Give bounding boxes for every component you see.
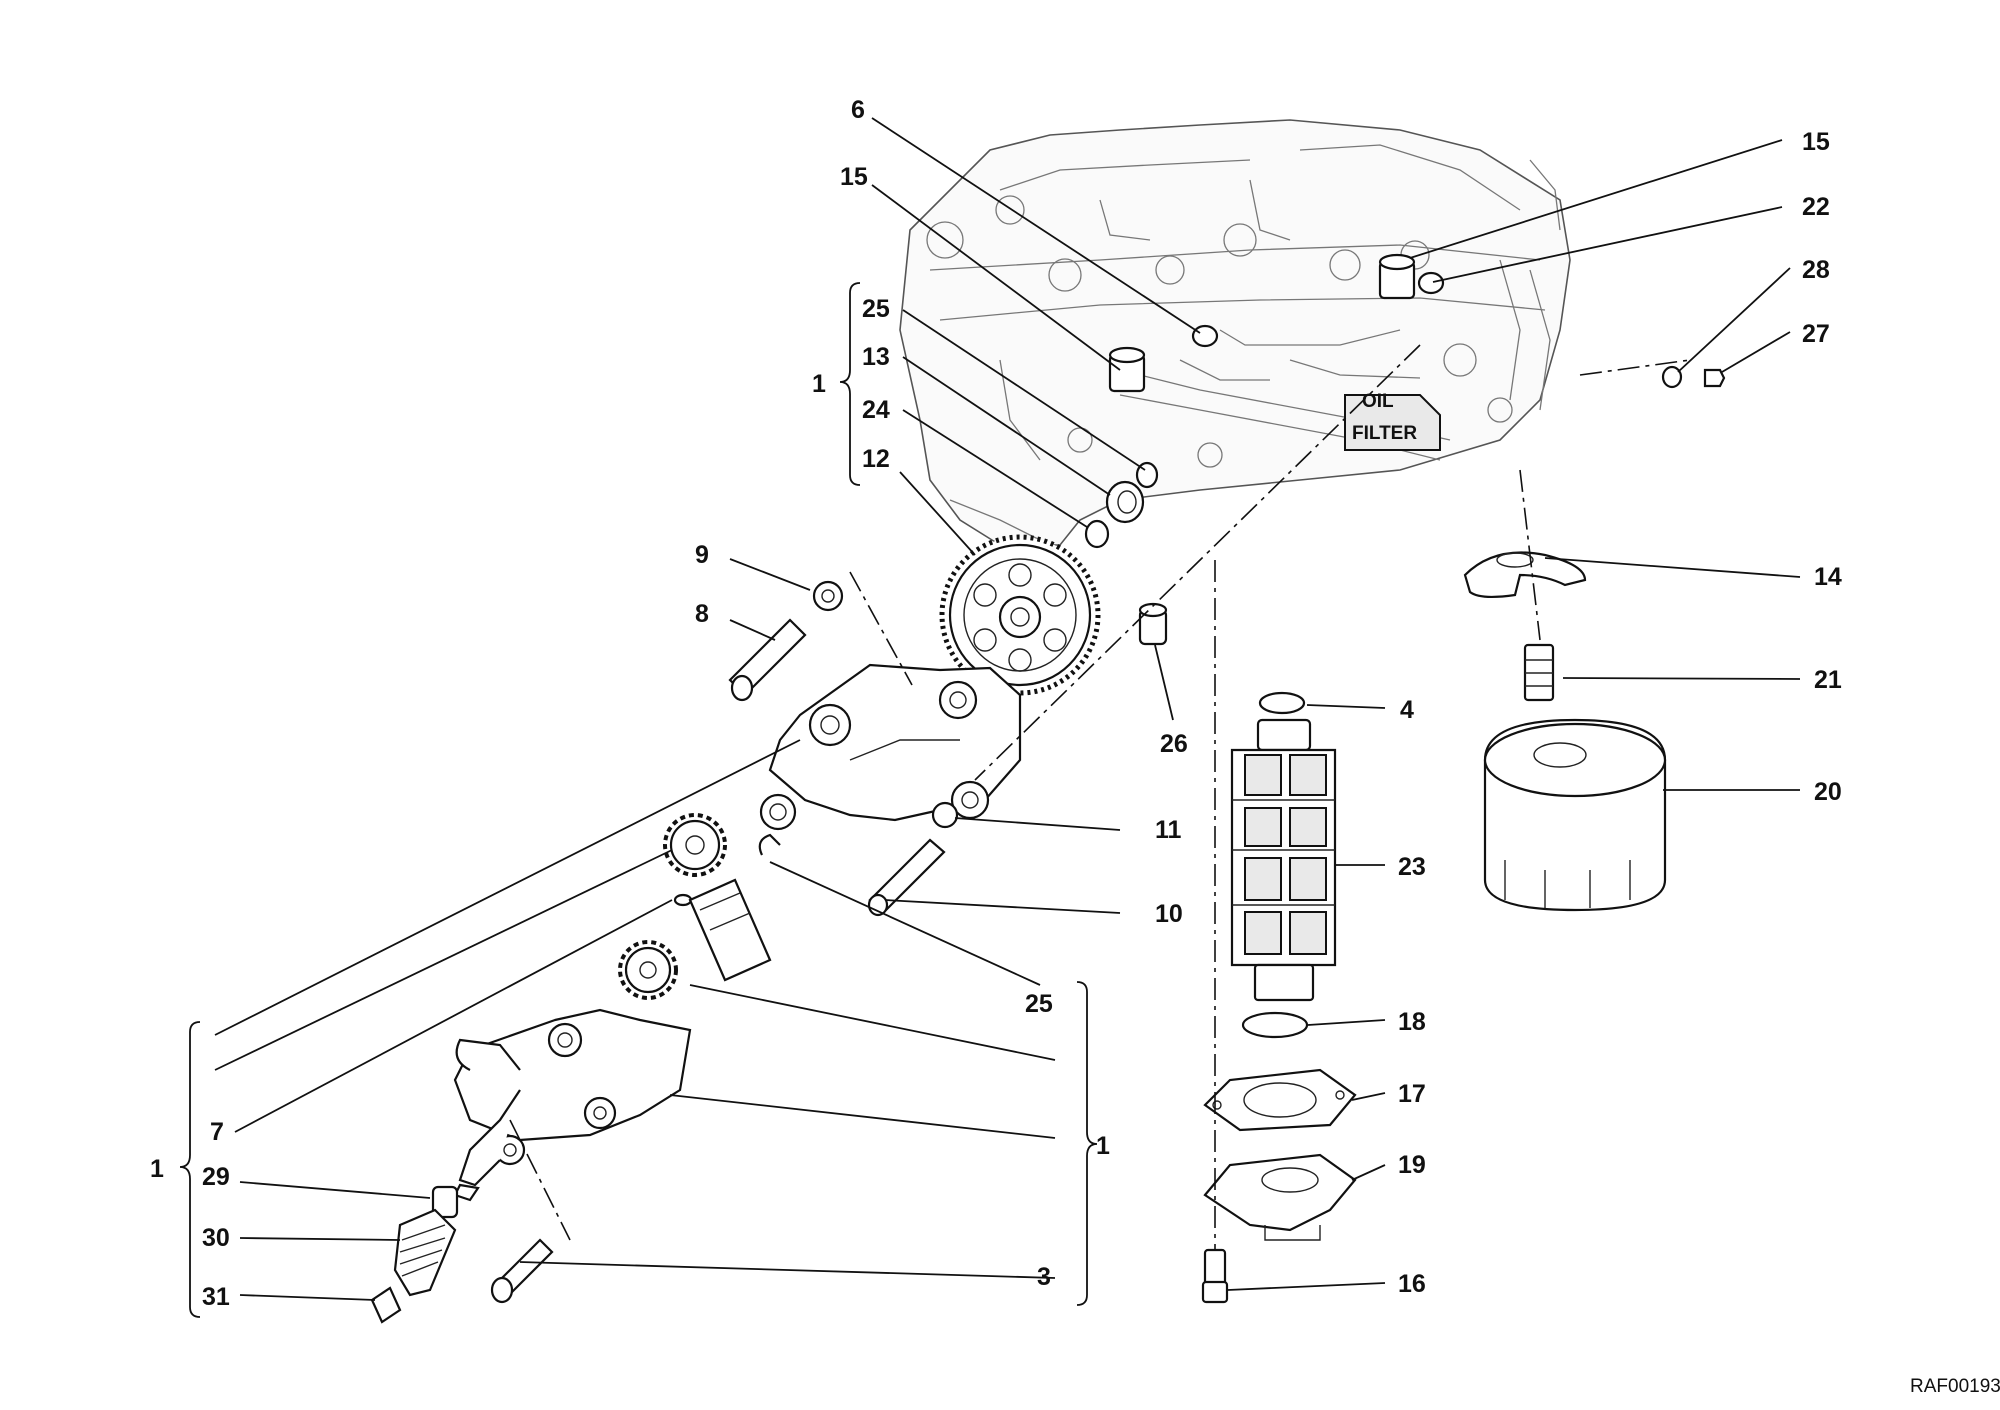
callout-18: 18 — [1398, 1008, 1426, 1036]
callout-25-upper: 25 — [862, 295, 890, 323]
filter-seal-and-covers — [1201, 1011, 1357, 1304]
callout-28: 28 — [1802, 256, 1830, 284]
callout-30: 30 — [202, 1224, 230, 1252]
pump-screw-upper — [728, 580, 844, 702]
brackets — [179, 282, 1098, 1318]
callout-12: 12 — [862, 445, 890, 473]
dowel-26 — [1138, 602, 1168, 646]
callout-8: 8 — [695, 600, 709, 628]
callout-3: 3 — [1037, 1263, 1051, 1291]
callout-21: 21 — [1814, 666, 1842, 694]
callout-22: 22 — [1802, 193, 1830, 221]
callout-15-left: 15 — [840, 163, 868, 191]
callout-31: 31 — [202, 1283, 230, 1311]
callout-14: 14 — [1814, 563, 1842, 591]
callout-1-right: 1 — [1096, 1132, 1110, 1160]
callout-labels: 6 15 15 22 28 27 1 25 13 24 12 9 8 14 21… — [150, 96, 1842, 1311]
callout-11: 11 — [1155, 816, 1182, 844]
relief-valve-parts — [370, 1185, 554, 1324]
callout-13: 13 — [862, 343, 890, 371]
callout-25-lower: 25 — [1025, 990, 1053, 1018]
oil-filter-cartridge — [1230, 691, 1337, 1002]
spin-on-filter — [1463, 551, 1667, 912]
callout-27: 27 — [1802, 320, 1830, 348]
callout-9: 9 — [695, 541, 709, 569]
callout-7: 7 — [210, 1118, 224, 1146]
callout-6: 6 — [851, 96, 865, 124]
callout-26: 26 — [1160, 730, 1188, 758]
drawing-code: RAF00193 — [1910, 1376, 2000, 1397]
callout-29: 29 — [202, 1163, 230, 1191]
callout-15-right: 15 — [1802, 128, 1830, 156]
engine-crankcase: OIL FILTER — [899, 119, 1571, 546]
drive-gear — [939, 534, 1101, 696]
callout-24: 24 — [862, 396, 890, 424]
leader-lines — [214, 117, 1801, 1301]
pump-gear-upper — [663, 813, 781, 907]
lower-pump-housing — [453, 1008, 692, 1202]
callout-19: 19 — [1398, 1151, 1426, 1179]
callout-20: 20 — [1814, 778, 1842, 806]
pump-shaft — [618, 878, 772, 1000]
callout-23: 23 — [1398, 853, 1426, 881]
washers-stack — [1084, 461, 1159, 549]
callout-17: 17 — [1398, 1080, 1426, 1108]
filter-marking: FILTER — [1352, 423, 1417, 444]
callout-4: 4 — [1400, 696, 1414, 724]
callout-10: 10 — [1155, 900, 1183, 928]
oil-pump-body — [759, 663, 1022, 917]
callout-1-upper: 1 — [812, 370, 826, 398]
callout-16: 16 — [1398, 1270, 1426, 1298]
case-fittings — [1108, 253, 1726, 393]
oil-marking: OIL — [1362, 391, 1394, 412]
callout-1-left: 1 — [150, 1155, 164, 1183]
centerlines — [509, 344, 1691, 1250]
